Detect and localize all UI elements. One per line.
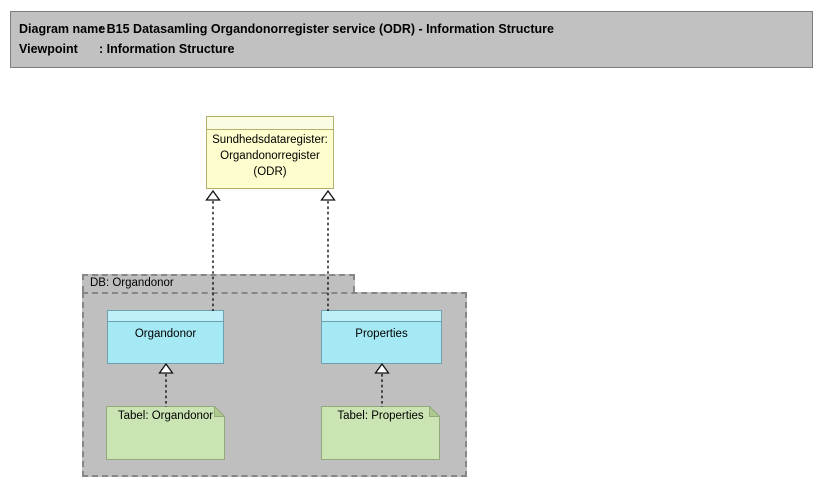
diagram-name-value: : B15 Datasamling Organdonorregister ser… (99, 22, 554, 36)
hollow-triangle-icon (374, 363, 390, 374)
realization-arrow-tabel-to-properties (374, 363, 390, 407)
diagram-name-row: Diagram name: B15 Datasamling Organdonor… (19, 19, 804, 39)
node-label: Sundhedsdataregister: Organdonorregister… (207, 132, 333, 180)
group-db-organdonor-tab: DB: Organdonor (82, 274, 355, 292)
folded-corner-icon (429, 405, 441, 417)
realization-arrow-organdonor-to-register (205, 190, 221, 311)
entity-label: Organdonor (134, 328, 197, 340)
node-title-band (322, 311, 441, 322)
hollow-triangle-icon (158, 363, 174, 374)
table-label: Tabel: Organdonor (117, 410, 214, 422)
folded-corner-icon (214, 405, 226, 417)
hollow-triangle-icon (320, 190, 336, 201)
viewpoint-row: Viewpoint : Information Structure (19, 39, 804, 59)
node-label-line1: Sundhedsdataregister: (212, 134, 328, 146)
diagram-title-block: Diagram name: B15 Datasamling Organdonor… (10, 11, 813, 68)
note-body (106, 406, 225, 460)
entity-label: Properties (355, 328, 408, 340)
realization-arrow-tabel-to-organdonor (158, 363, 174, 407)
note-shape (106, 405, 226, 460)
viewpoint-label: Viewpoint (19, 42, 78, 56)
node-tabel-properties: Tabel: Properties (321, 405, 441, 460)
table-label: Tabel: Properties (337, 410, 424, 422)
node-tabel-organdonor: Tabel: Organdonor (106, 405, 226, 460)
node-title-band (207, 117, 333, 130)
note-shape (321, 405, 441, 460)
node-sundhedsdataregister: Sundhedsdataregister: Organdonorregister… (206, 116, 334, 189)
realization-arrow-properties-to-register (320, 190, 336, 311)
diagram-name-label: Diagram name (19, 22, 106, 36)
node-entity-properties: Properties (321, 310, 442, 364)
group-label: DB: Organdonor (90, 277, 174, 289)
node-entity-organdonor: Organdonor (107, 310, 224, 364)
note-body (321, 406, 440, 460)
viewpoint-value: : Information Structure (99, 42, 235, 56)
hollow-triangle-icon (205, 190, 221, 201)
node-label-line2: Organdonorregister (220, 150, 320, 162)
node-label-line3: (ODR) (253, 166, 287, 178)
node-title-band (108, 311, 223, 322)
